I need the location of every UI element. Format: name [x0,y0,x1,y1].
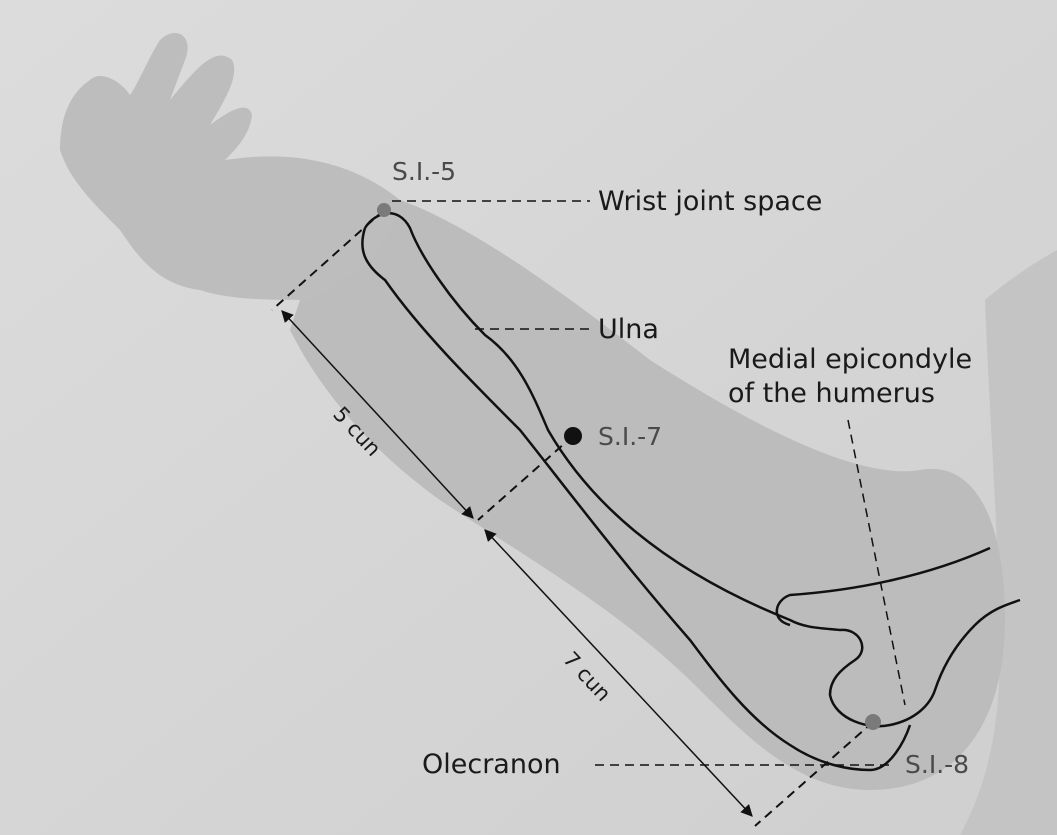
ulna-label: Ulna [598,314,659,345]
si5-perpendicular-line [271,209,385,311]
si7-perpendicular-line [477,435,574,521]
si8-perpendicular-line [754,721,874,827]
si7-point [564,427,582,445]
epicondyle-leader-line [847,419,906,706]
si5-label: S.I.-5 [392,157,456,186]
si8-label: S.I.-8 [905,750,969,779]
medial-epicondyle-label-line2: of the humerus [728,378,935,409]
medial-epicondyle-label-line1: Medial epicondyle [728,344,972,375]
measure-arrow-7cun [484,529,753,817]
si8-point [865,714,881,730]
si5-point [377,203,391,217]
wrist-joint-space-label: Wrist joint space [598,186,822,217]
si7-label: S.I.-7 [598,422,662,451]
measure-arrow-5cun [281,310,474,519]
olecranon-label: Olecranon [422,749,561,780]
hand-silhouette [60,32,400,300]
humerus-outline [775,546,991,627]
torso-silhouette [960,250,1057,835]
